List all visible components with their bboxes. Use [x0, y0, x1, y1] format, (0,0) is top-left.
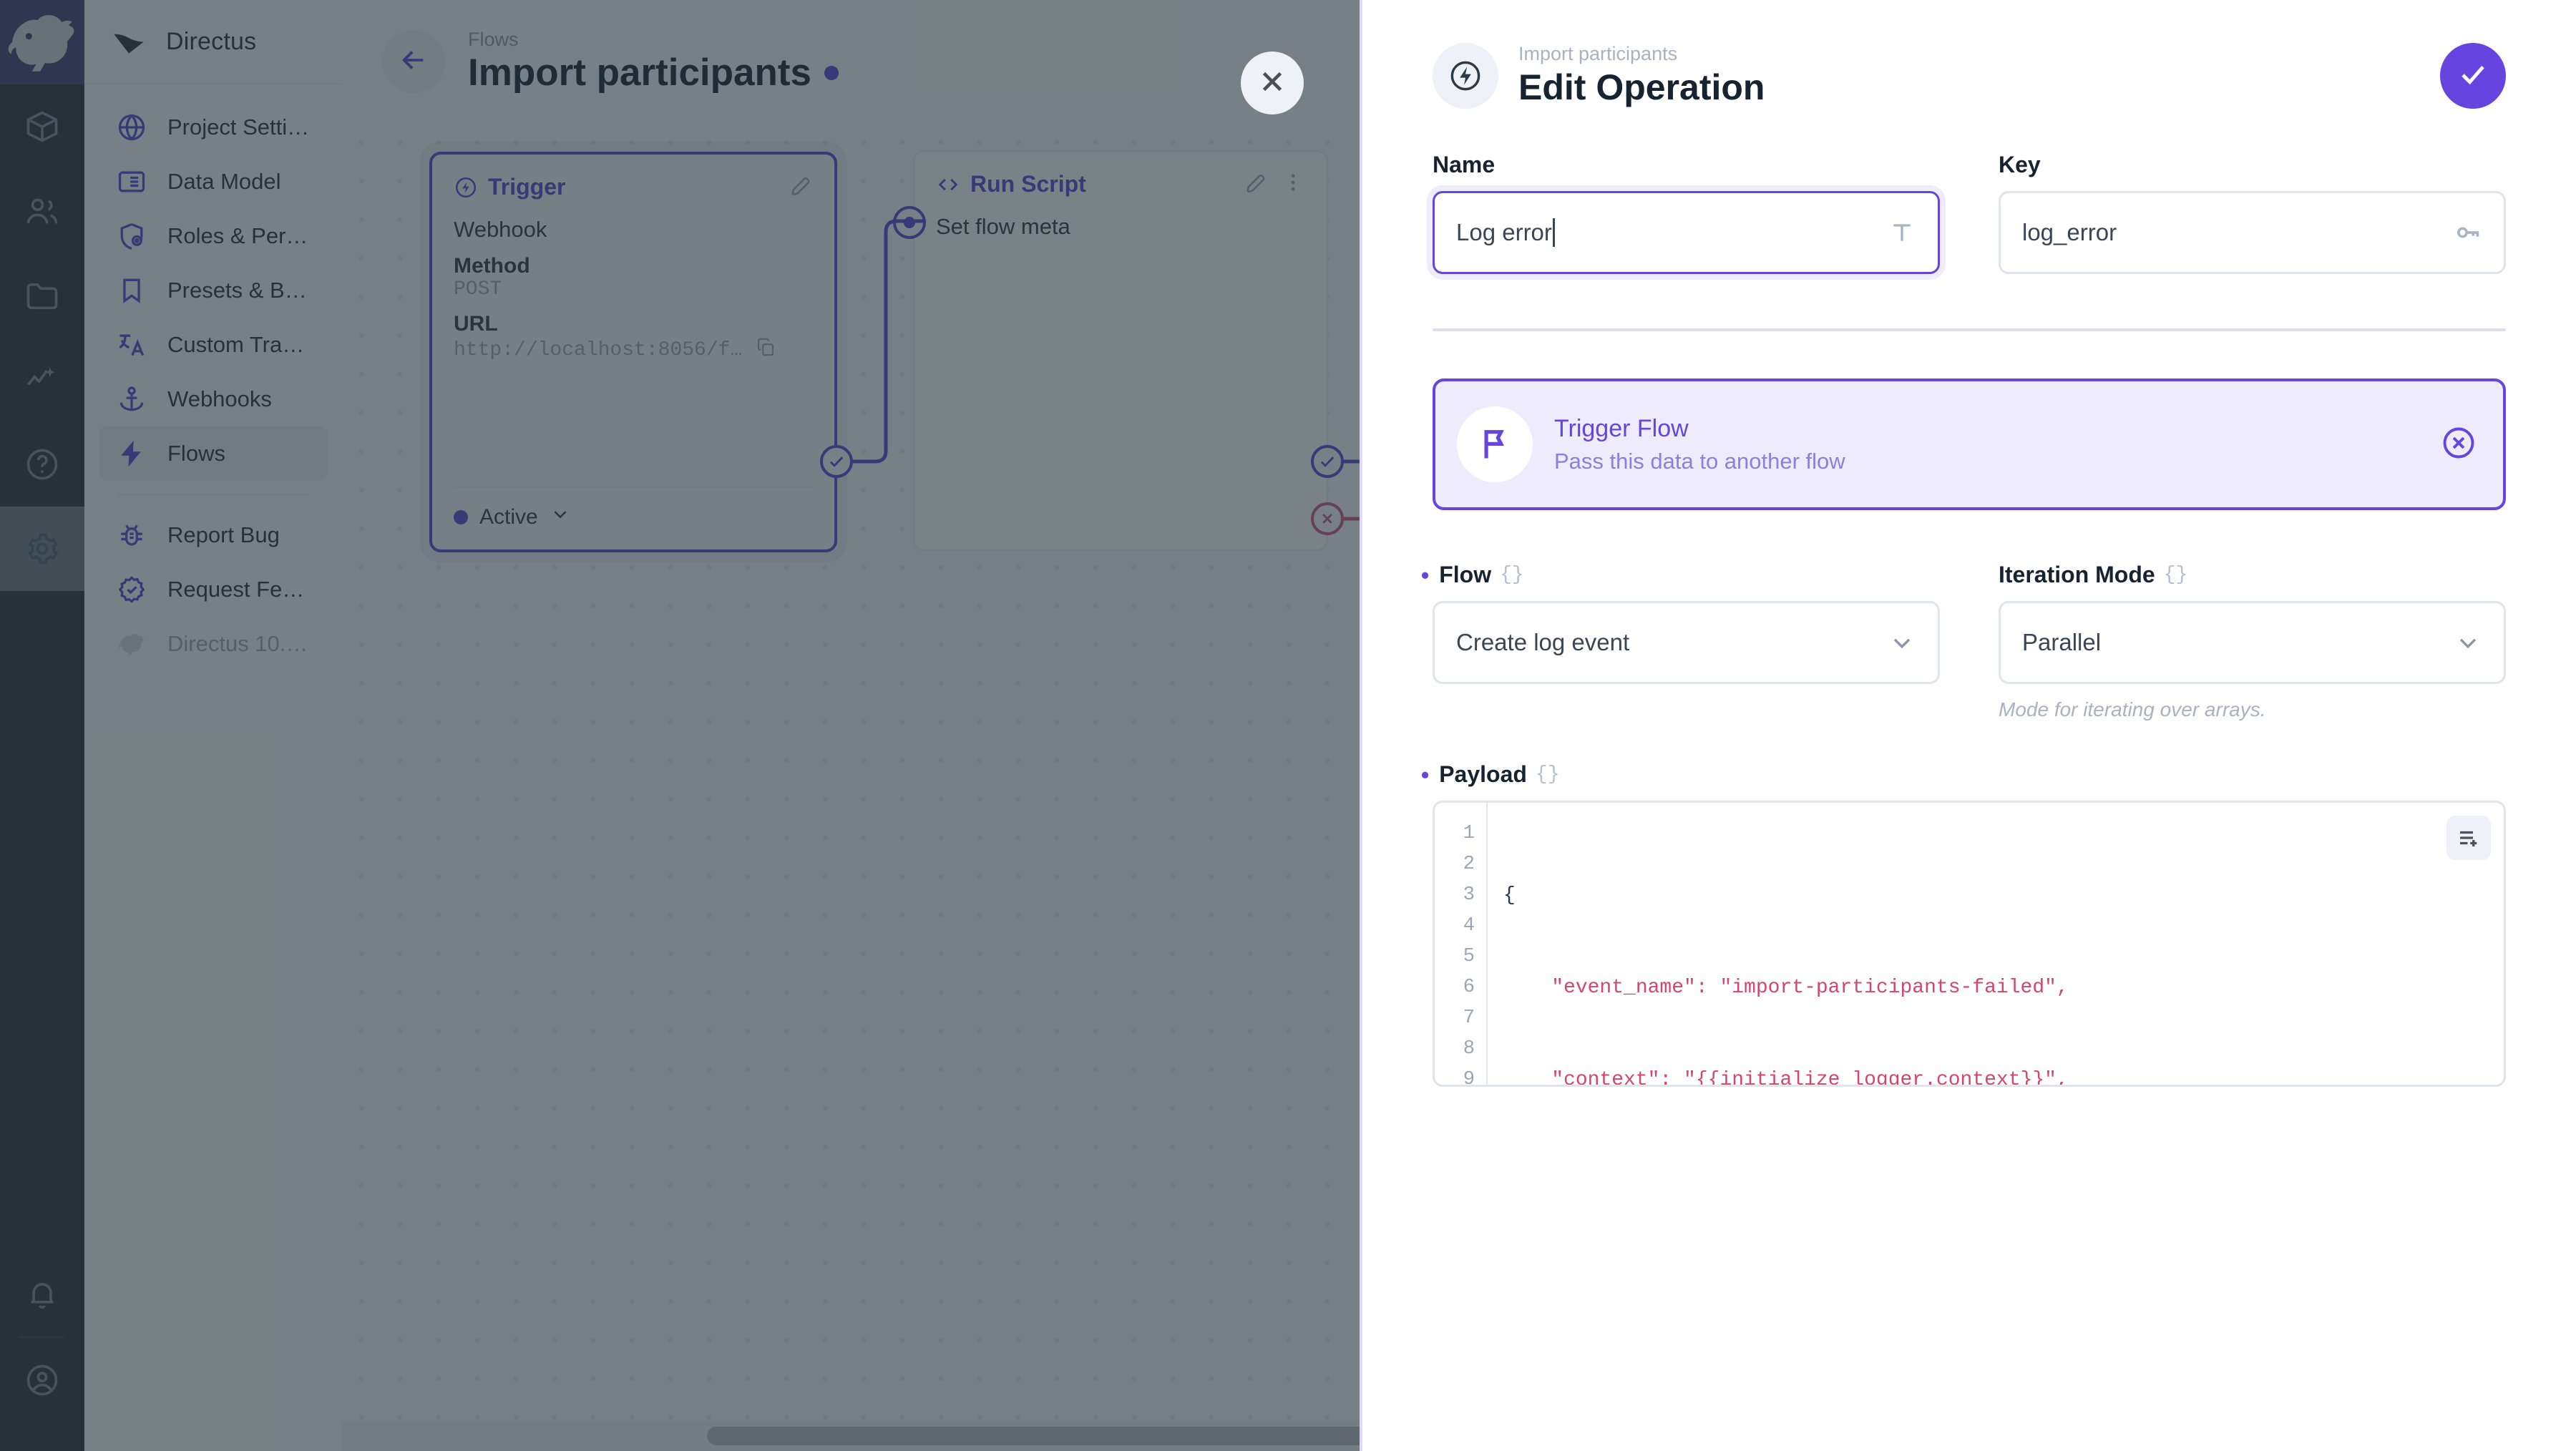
required-indicator: •	[1421, 761, 1430, 788]
clear-operation-button[interactable]	[2440, 424, 2477, 465]
iteration-mode-label-text: Iteration Mode	[1999, 562, 2155, 587]
name-label-text: Name	[1433, 152, 1496, 177]
iteration-mode-select-value: Parallel	[2022, 629, 2102, 655]
chevron-down-icon	[1888, 628, 1916, 657]
operation-card-subtitle: Pass this data to another flow	[1554, 448, 1845, 474]
braces-indicator: {}	[1535, 763, 1560, 786]
code-gutter: 1 2 3 4 5 6 7 8 9	[1435, 803, 1488, 1085]
payload-code-editor[interactable]: 1 2 3 4 5 6 7 8 9 { "event_name": "impor…	[1433, 801, 2506, 1087]
close-circle-icon	[2440, 424, 2477, 465]
key-input-value: log_error	[2022, 219, 2117, 245]
key-label-text: Key	[1999, 152, 2041, 177]
code-line: "event_name": "import-participants-faile…	[1503, 977, 2069, 999]
add-lines-icon[interactable]	[2446, 816, 2491, 860]
code-line: "context": "{{initialize_logger.context}…	[1503, 1069, 2069, 1087]
line-number: 8	[1463, 1038, 1475, 1060]
name-field-label: Name	[1433, 152, 1940, 178]
save-button[interactable]	[2440, 43, 2506, 109]
line-number: 9	[1463, 1069, 1475, 1087]
flow-select[interactable]: Create log event	[1433, 601, 1940, 684]
payload-section: • Payload {} 1 2 3 4 5 6 7 8 9	[1421, 761, 2506, 1087]
flag-icon	[1457, 406, 1533, 482]
section-divider	[1433, 328, 2506, 331]
name-input[interactable]: Log error	[1433, 191, 1940, 274]
name-input-value: Log error	[1456, 219, 1552, 245]
code-line: {	[1503, 884, 1516, 907]
key-field-label: Key	[1999, 152, 2506, 178]
name-key-row: Name Log error Key log_error	[1433, 152, 2506, 274]
iteration-mode-help: Mode for iterating over arrays.	[1999, 698, 2266, 720]
payload-label-text: Payload	[1439, 761, 1527, 787]
drawer-title: Edit Operation	[1518, 67, 1765, 108]
chevron-down-icon	[2454, 628, 2482, 657]
line-number: 1	[1463, 823, 1475, 844]
line-number: 5	[1463, 946, 1475, 967]
text-caret	[1552, 218, 1555, 247]
required-indicator: •	[1421, 562, 1430, 588]
flow-select-value: Create log event	[1456, 629, 1630, 655]
code-content[interactable]: { "event_name": "import-participants-fai…	[1488, 803, 2504, 1085]
operation-card-title: Trigger Flow	[1554, 414, 1689, 442]
payload-field-label: • Payload {}	[1421, 761, 2506, 788]
text-format-icon	[1888, 218, 1916, 247]
braces-indicator: {}	[1500, 564, 1524, 586]
line-number: 3	[1463, 884, 1475, 906]
edit-operation-drawer: Import participants Edit Operation Name …	[1360, 0, 2576, 1451]
check-icon	[2456, 57, 2490, 95]
line-number: 4	[1463, 915, 1475, 937]
key-input[interactable]: log_error	[1999, 191, 2506, 274]
close-x-icon	[1256, 65, 1289, 102]
key-icon	[2454, 218, 2482, 247]
modal-overlay[interactable]	[0, 0, 1360, 1451]
bolt-circle-icon	[1433, 43, 1498, 109]
drawer-header: Import participants Edit Operation	[1433, 0, 2506, 152]
braces-indicator: {}	[2163, 564, 2188, 586]
flow-label-text: Flow	[1439, 562, 1492, 587]
operation-type-card[interactable]: Trigger Flow Pass this data to another f…	[1433, 378, 2506, 510]
iteration-mode-select[interactable]: Parallel	[1999, 601, 2506, 684]
line-number: 2	[1463, 854, 1475, 875]
line-number: 6	[1463, 977, 1475, 998]
drawer-breadcrumb: Import participants	[1518, 42, 1678, 64]
iteration-mode-field-label: Iteration Mode {}	[1999, 562, 2506, 588]
close-drawer-button[interactable]	[1241, 52, 1304, 114]
line-number: 7	[1463, 1007, 1475, 1029]
flow-iteration-row: • Flow {} Create log event Iteration Mod…	[1421, 562, 2506, 721]
flow-field-label: • Flow {}	[1421, 562, 1940, 588]
